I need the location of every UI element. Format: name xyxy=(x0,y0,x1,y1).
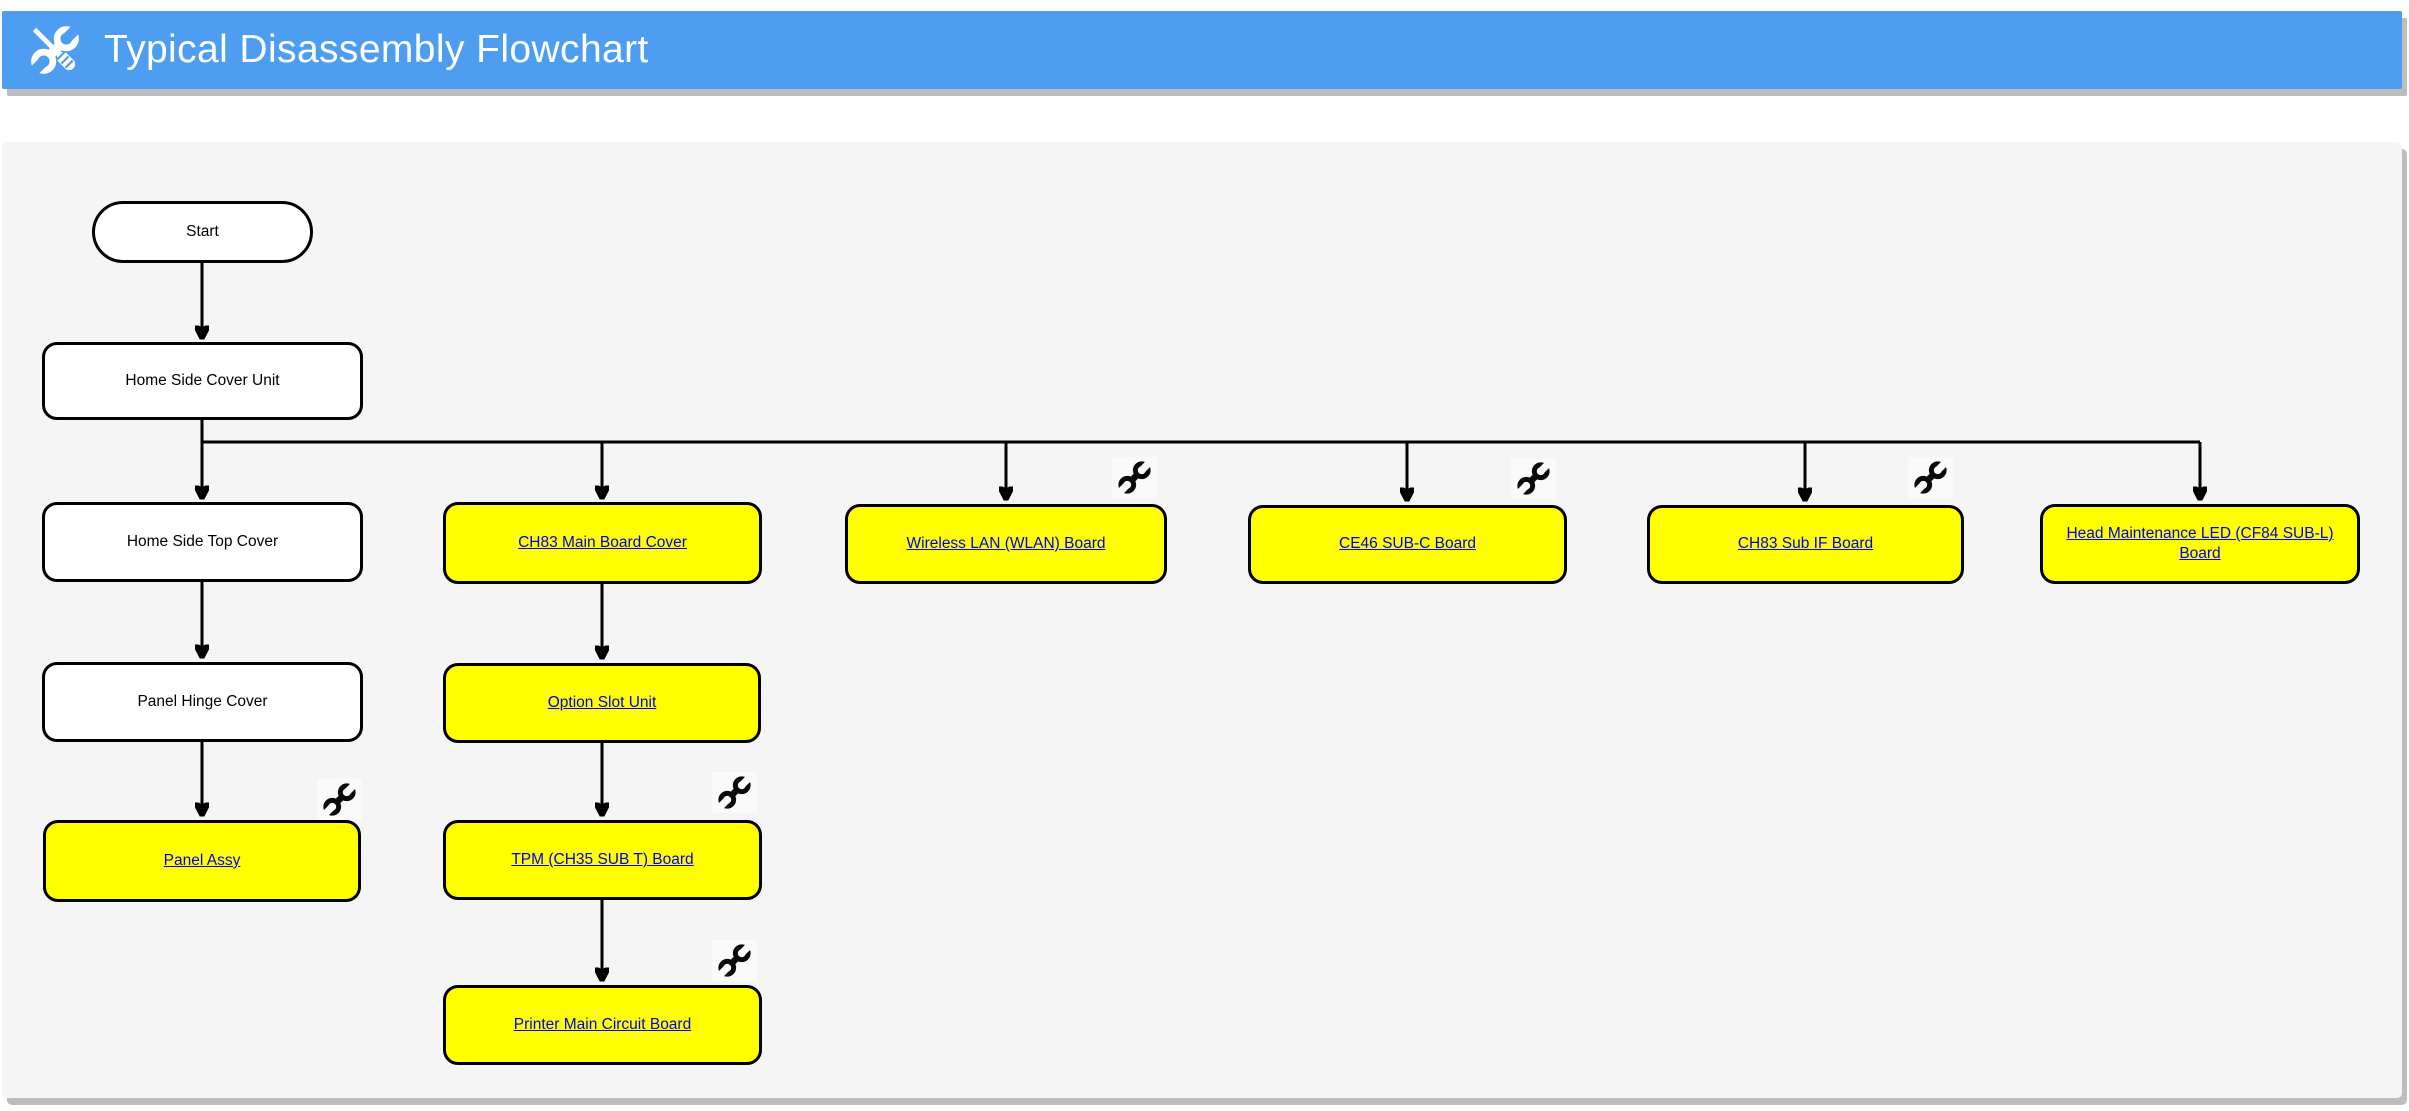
node-head-maintenance-led-cf84-sub-l-board: Head Maintenance LED (CF84 SUB-L) Board xyxy=(2040,504,2360,584)
wrench-icon xyxy=(1511,458,1556,499)
node-link[interactable]: TPM (CH35 SUB T) Board xyxy=(511,850,694,868)
wrench-icon xyxy=(1908,457,1953,498)
node-home-side-cover-unit: Home Side Cover Unit xyxy=(42,342,363,420)
wrench-icon xyxy=(1112,457,1157,498)
node-printer-main-circuit-board: Printer Main Circuit Board xyxy=(443,985,762,1065)
node-home-side-top-cover: Home Side Top Cover xyxy=(42,502,363,582)
hammer-and-wrench-icon xyxy=(27,22,83,78)
node-link[interactable]: Printer Main Circuit Board xyxy=(513,1015,692,1033)
flowchart-connectors xyxy=(2,263,2402,1098)
node-wireless-lan-wlan-board: Wireless LAN (WLAN) Board xyxy=(845,504,1167,584)
flowchart-canvas: Start Home Side Cover Unit Home Side Top… xyxy=(2,142,2402,1098)
node-panel-assy: Panel Assy xyxy=(43,820,361,902)
node-ce46-sub-c-board: CE46 SUB-C Board xyxy=(1248,505,1567,584)
header-bar: Typical Disassembly Flowchart xyxy=(2,11,2402,89)
node-label: Home Side Cover Unit xyxy=(125,371,280,389)
node-tpm-ch35-sub-t-board: TPM (CH35 SUB T) Board xyxy=(443,820,762,900)
node-start: Start xyxy=(92,201,313,263)
page-title: Typical Disassembly Flowchart xyxy=(104,28,649,71)
wrench-icon xyxy=(712,940,757,981)
node-label: Start xyxy=(186,222,219,240)
node-link[interactable]: CE46 SUB-C Board xyxy=(1339,535,1476,553)
node-link[interactable]: Wireless LAN (WLAN) Board xyxy=(906,534,1106,552)
node-link[interactable]: CH83 Sub IF Board xyxy=(1737,535,1874,553)
node-label: Home Side Top Cover xyxy=(126,532,279,550)
node-option-slot-unit: Option Slot Unit xyxy=(443,663,761,743)
node-link[interactable]: Option Slot Unit xyxy=(547,693,657,711)
wrench-icon xyxy=(712,772,757,813)
node-ch83-sub-if-board: CH83 Sub IF Board xyxy=(1647,505,1964,584)
edge-group xyxy=(202,263,2200,980)
node-label: Panel Hinge Cover xyxy=(137,692,268,710)
node-link[interactable]: Panel Assy xyxy=(163,851,241,869)
node-link[interactable]: Head Maintenance LED (CF84 SUB-L) Board xyxy=(2066,524,2334,562)
node-ch83-main-board-cover: CH83 Main Board Cover xyxy=(443,502,762,584)
node-link[interactable]: CH83 Main Board Cover xyxy=(518,533,687,551)
node-panel-hinge-cover: Panel Hinge Cover xyxy=(42,662,363,742)
wrench-icon xyxy=(317,779,362,820)
